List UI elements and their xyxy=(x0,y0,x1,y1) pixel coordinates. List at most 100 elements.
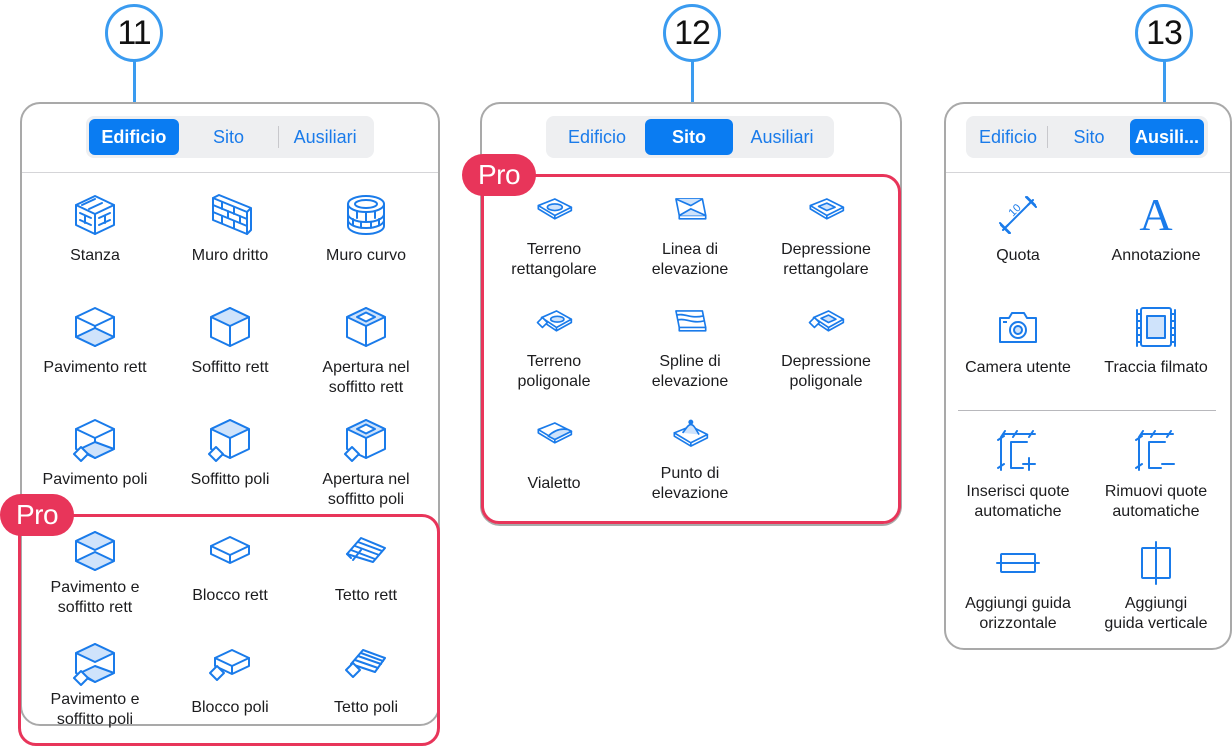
tool-pavimento-poli[interactable]: Pavimento poli xyxy=(30,416,160,490)
tab-bar-ausiliari: Edificio Sito Ausili... xyxy=(966,116,1208,158)
tool-label: Depressione rettangolare xyxy=(781,241,871,278)
tab-edificio[interactable]: Edificio xyxy=(89,119,179,155)
tool-guida-orizzontale[interactable]: Aggiungi guida orizzontale xyxy=(953,540,1083,634)
rect-floor-ceiling-icon xyxy=(75,531,115,571)
callout-13: 13 xyxy=(1135,4,1193,62)
tool-label: Pavimento rett xyxy=(43,359,147,376)
tool-label: Depressione poligonale xyxy=(781,353,871,390)
tool-label: Traccia filmato xyxy=(1104,359,1208,376)
tool-rimuovi-quote[interactable]: Rimuovi quote automatiche xyxy=(1091,428,1221,522)
tool-label: Vialetto xyxy=(527,475,581,492)
poly-floor-icon xyxy=(73,419,115,462)
tool-label: Apertura nel soffitto poli xyxy=(322,471,410,508)
divider xyxy=(958,410,1216,411)
tool-punto-elevazione[interactable]: Punto di elevazione xyxy=(625,418,755,504)
tool-quota[interactable]: 10 Quota xyxy=(953,192,1083,266)
tool-depressione-rettangolare[interactable]: Depressione rettangolare xyxy=(761,194,891,280)
tool-soffitto-rett[interactable]: Soffitto rett xyxy=(165,304,295,378)
tool-muro-dritto[interactable]: Muro dritto xyxy=(165,192,295,266)
pathway-icon xyxy=(537,422,573,444)
divider xyxy=(22,172,438,173)
rect-depression-icon xyxy=(809,198,845,220)
tab-bar-edificio: Edificio Sito Ausiliari xyxy=(86,116,374,158)
tab-separator xyxy=(278,126,280,148)
room-icon xyxy=(75,195,115,235)
tab-ausiliari[interactable]: Ausili... xyxy=(1130,119,1204,155)
tool-label: Apertura nel soffitto rett xyxy=(322,359,410,396)
elevation-spline-icon xyxy=(675,310,707,332)
rect-floor-icon xyxy=(75,307,115,347)
tool-label: Pavimento e soffitto rett xyxy=(50,579,140,616)
tool-blocco-rett[interactable]: Blocco rett xyxy=(165,528,295,606)
tool-apertura-soffitto-poli[interactable]: Apertura nel soffitto poli xyxy=(301,416,431,510)
tool-soffitto-poli[interactable]: Soffitto poli xyxy=(165,416,295,490)
tool-label: Blocco poli xyxy=(191,699,269,716)
tab-sito[interactable]: Sito xyxy=(212,126,245,147)
horizontal-guide-icon xyxy=(996,553,1040,573)
tool-camera-utente[interactable]: Camera utente xyxy=(953,304,1083,378)
tool-inserisci-quote[interactable]: Inserisci quote automatiche xyxy=(953,428,1083,522)
pro-badge: Pro xyxy=(0,494,75,536)
tool-label: Terreno rettangolare xyxy=(511,241,597,278)
callout-11: 11 xyxy=(105,4,163,62)
pro-section-edificio xyxy=(18,514,440,746)
curved-wall-icon xyxy=(347,195,385,235)
tool-blocco-poli[interactable]: Blocco poli xyxy=(165,640,295,718)
tool-linea-elevazione[interactable]: Linea di elevazione xyxy=(625,194,755,280)
tool-label: Spline di elevazione xyxy=(651,353,729,390)
elevation-point-icon xyxy=(673,419,709,447)
tab-sito[interactable]: Sito xyxy=(1073,126,1105,147)
movie-track-icon xyxy=(1136,307,1176,347)
pro-badge: Pro xyxy=(462,154,537,196)
poly-ceiling-icon xyxy=(208,419,250,462)
tool-vialetto[interactable]: Vialetto xyxy=(489,418,619,494)
tab-edificio[interactable]: Edificio xyxy=(567,126,627,147)
tool-pavimento-rett[interactable]: Pavimento rett xyxy=(30,304,160,378)
tool-label: Pavimento e soffitto poli xyxy=(50,691,140,728)
tool-pavimento-soffitto-poli[interactable]: Pavimento e soffitto poli xyxy=(30,640,160,730)
tool-pavimento-soffitto-rett[interactable]: Pavimento e soffitto rett xyxy=(30,528,160,618)
tool-guida-verticale[interactable]: Aggiungi guida verticale xyxy=(1091,540,1221,634)
tool-spline-elevazione[interactable]: Spline di elevazione xyxy=(625,306,755,392)
tool-terreno-poligonale[interactable]: Terreno poligonale xyxy=(489,306,619,392)
divider xyxy=(946,172,1230,173)
poly-terrain-icon xyxy=(536,310,573,332)
tool-label: Blocco rett xyxy=(192,587,268,604)
tab-ausiliari[interactable]: Ausiliari xyxy=(293,126,357,147)
tab-ausiliari[interactable]: Ausiliari xyxy=(750,126,814,147)
tool-annotazione[interactable]: A Annotazione xyxy=(1091,192,1221,266)
tab-sito[interactable]: Sito xyxy=(645,119,733,155)
tool-label: Camera utente xyxy=(965,359,1071,376)
annotation-icon: A xyxy=(1139,189,1173,240)
straight-wall-icon xyxy=(212,194,252,235)
tool-label: Punto di elevazione xyxy=(651,465,729,502)
tool-muro-curvo[interactable]: Muro curvo xyxy=(301,192,431,266)
remove-auto-dimensions-icon xyxy=(1135,430,1175,471)
poly-floor-ceiling-icon xyxy=(73,643,115,686)
callout-11-connector xyxy=(133,61,136,118)
poly-depression-icon xyxy=(808,310,845,332)
tool-stanza[interactable]: Stanza xyxy=(30,192,160,266)
tool-tetto-poli[interactable]: Tetto poli xyxy=(301,640,431,718)
tool-traccia-filmato[interactable]: Traccia filmato xyxy=(1091,304,1221,378)
tool-label: Soffitto rett xyxy=(191,359,269,376)
poly-roof-icon xyxy=(345,649,386,678)
tool-label: Inserisci quote automatiche xyxy=(966,483,1070,520)
tool-tetto-rett[interactable]: Tetto rett xyxy=(301,528,431,606)
tool-label: Stanza xyxy=(70,247,120,264)
poly-ceiling-opening-icon xyxy=(344,419,386,462)
tool-label: Quota xyxy=(996,247,1040,264)
tab-separator xyxy=(1047,126,1048,148)
tool-label: Aggiungi guida verticale xyxy=(1104,595,1208,632)
rect-terrain-icon xyxy=(537,198,573,220)
tool-depressione-poligonale[interactable]: Depressione poligonale xyxy=(761,306,891,392)
elevation-line-icon xyxy=(675,198,707,220)
tool-apertura-soffitto-rett[interactable]: Apertura nel soffitto rett xyxy=(301,304,431,398)
vertical-guide-icon xyxy=(1141,541,1171,585)
tool-label: Annotazione xyxy=(1111,247,1201,264)
tab-edificio[interactable]: Edificio xyxy=(978,126,1038,147)
tool-terreno-rettangolare[interactable]: Terreno rettangolare xyxy=(489,194,619,280)
tool-label: Muro curvo xyxy=(325,247,407,264)
tool-label: Soffitto poli xyxy=(190,471,270,488)
tool-label: Tetto rett xyxy=(334,587,398,604)
